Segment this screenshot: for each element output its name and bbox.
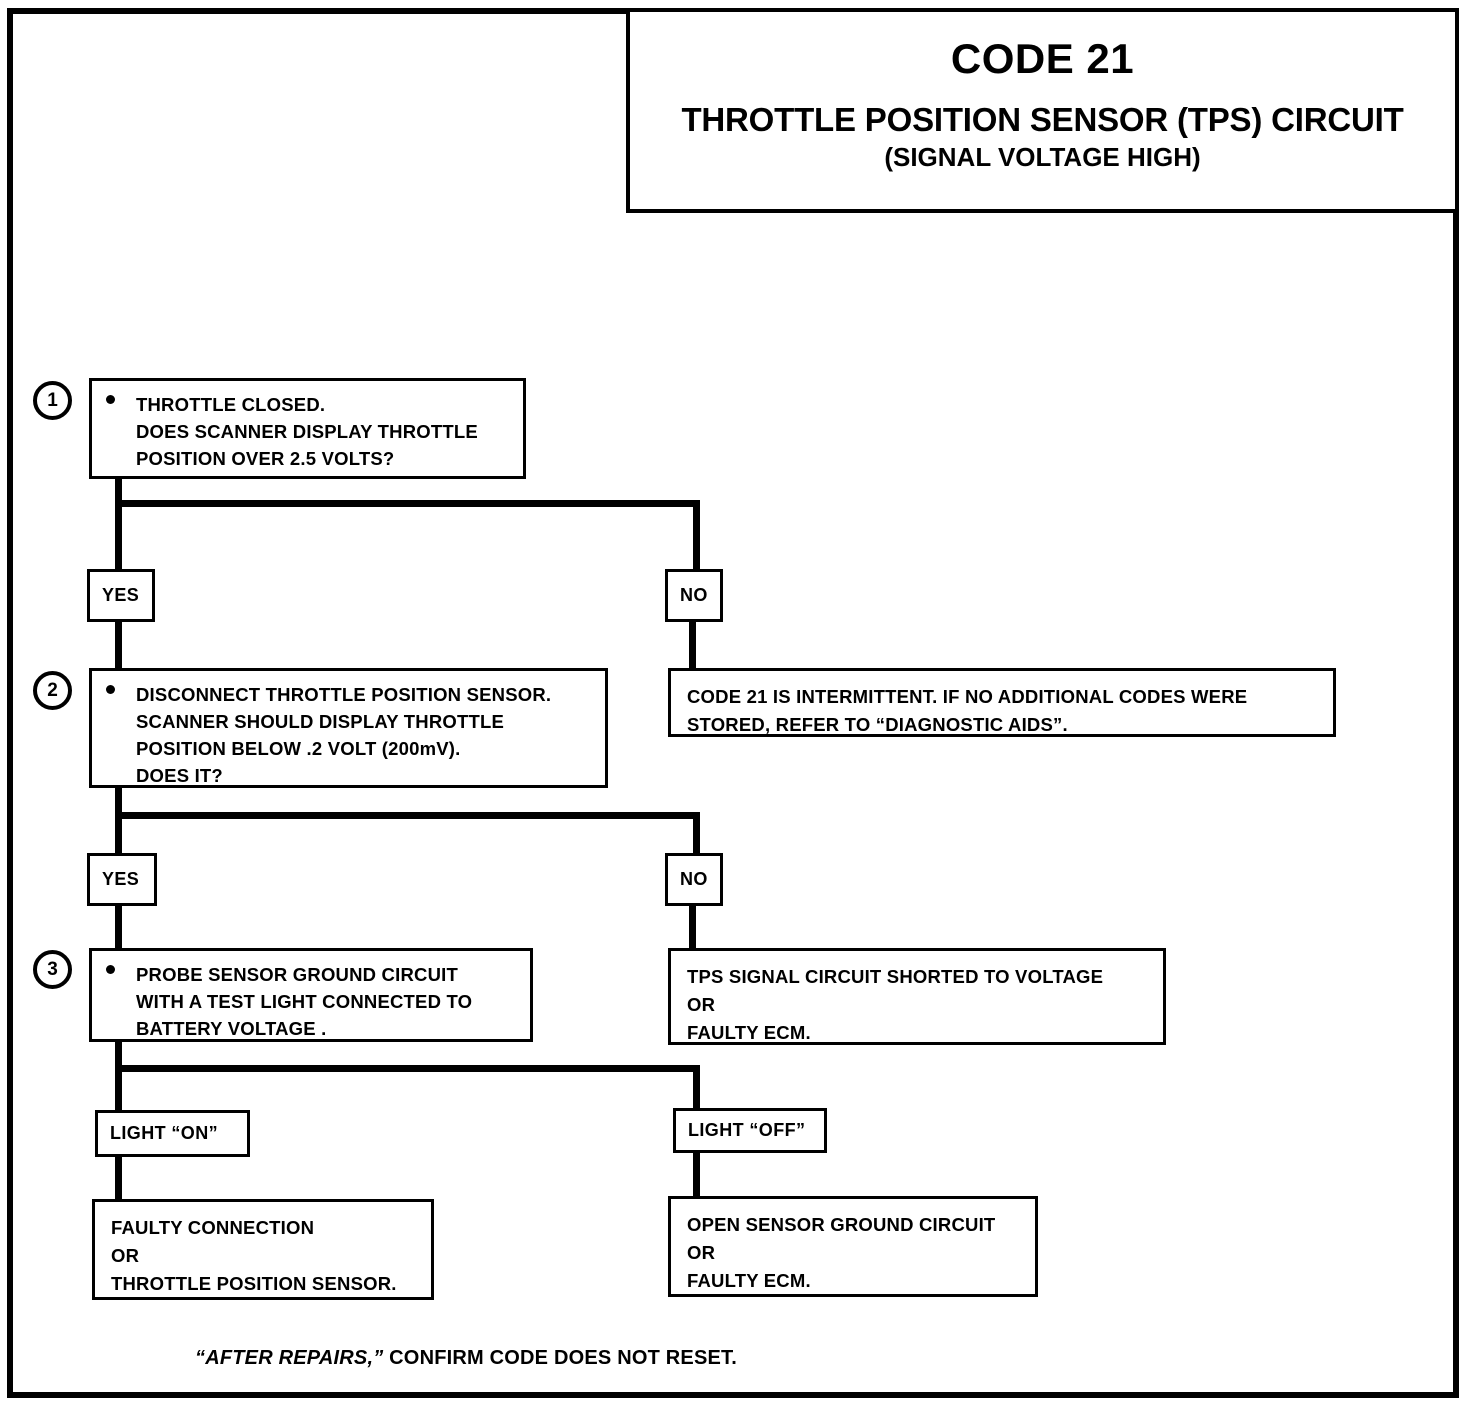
connector-v-yes2 — [115, 812, 122, 854]
result-box-shorted: TPS SIGNAL CIRCUIT SHORTED TO VOLTAGE OR… — [668, 948, 1166, 1045]
connector-v-no2 — [693, 812, 700, 854]
result-box-open-ground: OPEN SENSOR GROUND CIRCUIT OR FAULTY ECM… — [668, 1196, 1038, 1297]
step-box-1: THROTTLE CLOSED. DOES SCANNER DISPLAY TH… — [89, 378, 526, 479]
step-box-3: PROBE SENSOR GROUND CIRCUIT WITH A TEST … — [89, 948, 533, 1042]
step-number-2: 2 — [33, 671, 72, 710]
footer-emphasis: “AFTER REPAIRS,” — [195, 1347, 384, 1369]
branch-label-no-1: NO — [665, 569, 723, 622]
connector-v-yes1-down — [115, 621, 122, 674]
connector-v-step2-drop — [115, 788, 122, 818]
result-intermittent-text: CODE 21 IS INTERMITTENT. IF NO ADDITIONA… — [687, 686, 1248, 735]
step-2-text: DISCONNECT THROTTLE POSITION SENSOR. SCA… — [136, 684, 552, 786]
bullet-icon — [106, 685, 115, 694]
connector-v-light-off-down — [693, 1152, 700, 1198]
connector-v-light-off — [693, 1065, 700, 1111]
footer-rest: CONFIRM CODE DOES NOT RESET. — [383, 1347, 738, 1369]
connector-v-no1 — [693, 500, 700, 570]
step-number-1: 1 — [33, 381, 72, 420]
connector-v-no1-down — [689, 621, 696, 669]
step-number-3: 3 — [33, 950, 72, 989]
result-open-ground-text: OPEN SENSOR GROUND CIRCUIT OR FAULTY ECM… — [687, 1214, 996, 1291]
bullet-icon — [106, 395, 115, 404]
result-box-faulty-connection: FAULTY CONNECTION OR THROTTLE POSITION S… — [92, 1199, 434, 1300]
connector-v-step1-drop — [115, 479, 122, 506]
bullet-icon — [106, 965, 115, 974]
connector-v-yes2-down — [115, 905, 122, 953]
step-box-2: DISCONNECT THROTTLE POSITION SENSOR. SCA… — [89, 668, 608, 788]
result-faulty-connection-text: FAULTY CONNECTION OR THROTTLE POSITION S… — [111, 1217, 397, 1294]
result-box-intermittent: CODE 21 IS INTERMITTENT. IF NO ADDITIONA… — [668, 668, 1336, 737]
connector-h-branch3 — [115, 1065, 700, 1072]
branch-label-light-off: LIGHT “OFF” — [673, 1108, 827, 1153]
step-3-text: PROBE SENSOR GROUND CIRCUIT WITH A TEST … — [136, 964, 473, 1039]
title-code: CODE 21 — [950, 35, 1135, 82]
connector-v-yes1 — [115, 500, 122, 570]
branch-label-light-on: LIGHT “ON” — [95, 1110, 250, 1157]
connector-v-step3-drop — [115, 1042, 122, 1072]
branch-label-yes-2: YES — [87, 853, 157, 906]
title-main: THROTTLE POSITION SENSOR (TPS) CIRCUIT — [681, 101, 1404, 139]
connector-h-branch1 — [115, 500, 700, 507]
connector-v-light-on — [115, 1065, 122, 1111]
title-block: CODE 21 THROTTLE POSITION SENSOR (TPS) C… — [626, 8, 1459, 213]
branch-label-no-2: NO — [665, 853, 723, 906]
footer-note: “AFTER REPAIRS,” CONFIRM CODE DOES NOT R… — [195, 1347, 737, 1370]
result-shorted-text: TPS SIGNAL CIRCUIT SHORTED TO VOLTAGE OR… — [687, 966, 1104, 1043]
title-subtitle: (SIGNAL VOLTAGE HIGH) — [884, 141, 1201, 172]
connector-v-light-on-down — [115, 1156, 122, 1202]
branch-label-yes-1: YES — [87, 569, 155, 622]
step-1-text: THROTTLE CLOSED. DOES SCANNER DISPLAY TH… — [136, 394, 478, 469]
connector-v-no2-down — [689, 905, 696, 950]
connector-h-branch2 — [115, 812, 700, 819]
